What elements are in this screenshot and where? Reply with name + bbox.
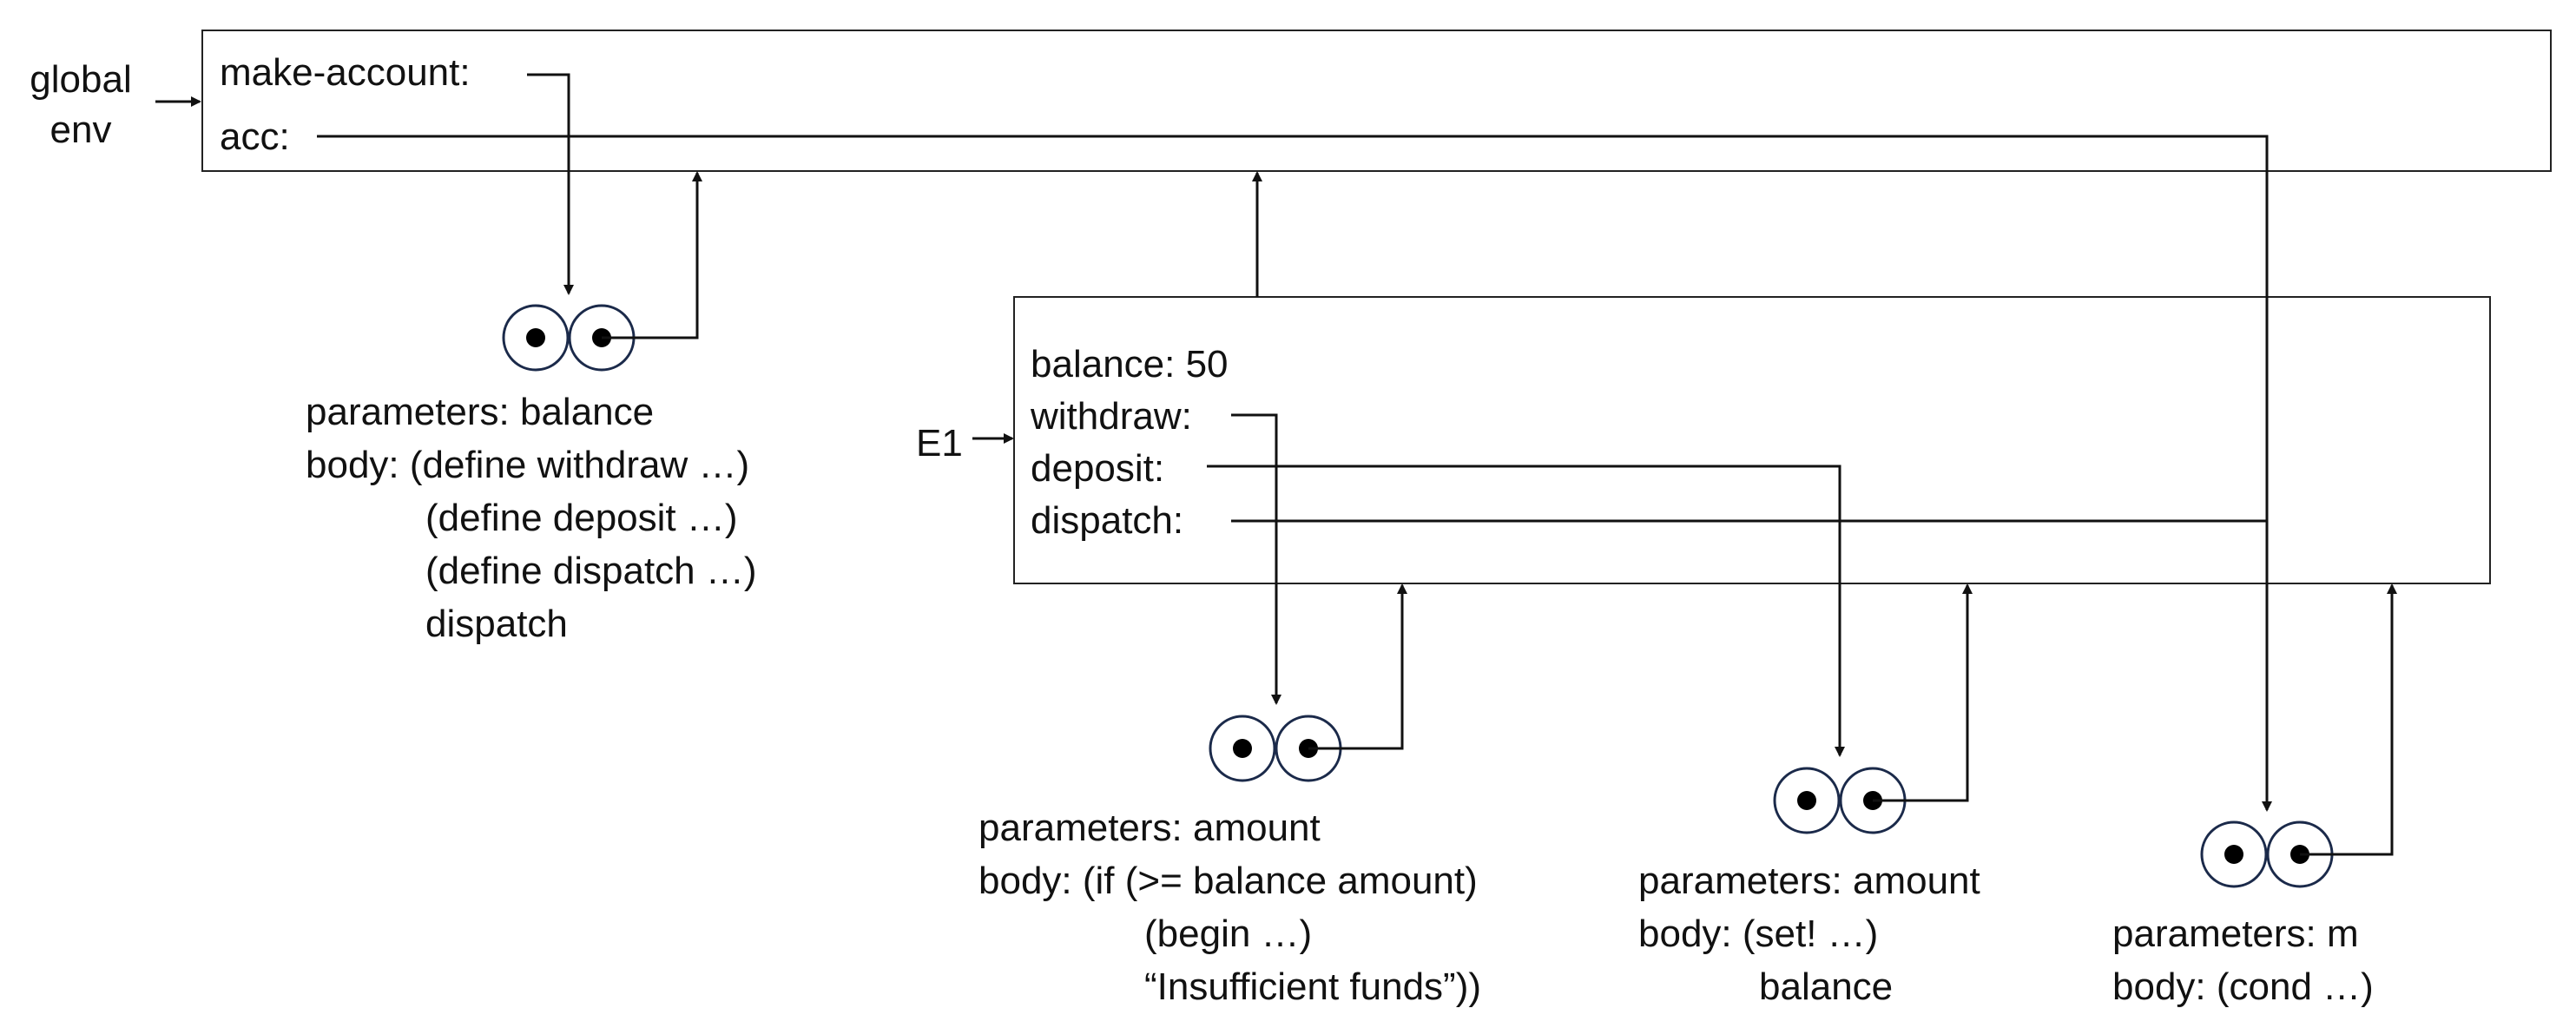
code-pointer-dot <box>1233 739 1252 758</box>
arrow-deposit-binding <box>1207 465 1845 757</box>
code-pointer-dot <box>1797 791 1816 810</box>
e1-box <box>1013 296 2491 584</box>
code-pointer-dot <box>526 328 545 347</box>
global-env-box <box>201 30 2552 172</box>
body-line-2: (define deposit …) <box>425 497 738 539</box>
body-line-4: dispatch <box>425 603 568 645</box>
binding-dispatch: dispatch: <box>1031 499 1183 542</box>
dispatch-code-label: parameters: m body: (cond …) <box>2112 913 2374 1008</box>
binding-acc: acc: <box>220 115 290 158</box>
parameters-label: parameters: amount <box>1638 860 1980 902</box>
global-env-label-line1: global <box>30 58 131 101</box>
e1-label: E1 <box>916 422 963 465</box>
arrow-make-account-env <box>602 171 702 339</box>
parameters-label: parameters: m <box>2112 913 2359 955</box>
body-line-1: body: (define withdraw …) <box>306 444 749 486</box>
body-line-2: balance <box>1759 965 1893 1008</box>
body-line-3: (define dispatch …) <box>425 550 757 592</box>
withdraw-code-label: parameters: amount body: (if (>= balance… <box>978 807 1481 1008</box>
body-line-1: body: (set! …) <box>1638 913 1878 955</box>
global-env-label-line2: env <box>50 109 112 151</box>
e1-frame: E1 balance: 50 withdraw: deposit: dispat… <box>916 296 2491 584</box>
binding-deposit: deposit: <box>1031 447 1164 490</box>
parameters-label: parameters: balance <box>306 391 654 433</box>
binding-make-account: make-account: <box>220 51 471 94</box>
binding-withdraw: withdraw: <box>1030 395 1192 438</box>
arrow-withdraw-env <box>1308 583 1407 750</box>
make-account-code-label: parameters: balance body: (define withdr… <box>306 391 757 645</box>
arrow-dispatch-env <box>2300 583 2397 856</box>
deposit-code-label: parameters: amount body: (set! …) balanc… <box>1638 860 1980 1008</box>
parameters-label: parameters: amount <box>978 807 1321 849</box>
arrow-withdraw-binding <box>1231 413 1281 705</box>
body-line-3: “Insufficient funds”)) <box>1144 965 1481 1008</box>
body-line-2: (begin …) <box>1144 913 1312 955</box>
binding-balance: balance: 50 <box>1031 343 1229 386</box>
body-line-1: body: (cond …) <box>2112 965 2374 1008</box>
global-env-frame: global env make-account: acc: <box>30 30 2552 172</box>
body-line-1: body: (if (>= balance amount) <box>978 860 1478 902</box>
code-pointer-dot <box>2224 845 2243 864</box>
arrow-make-account-binding <box>527 73 574 295</box>
arrow-acc-binding <box>317 135 2272 812</box>
arrow-deposit-env <box>1873 583 1973 802</box>
